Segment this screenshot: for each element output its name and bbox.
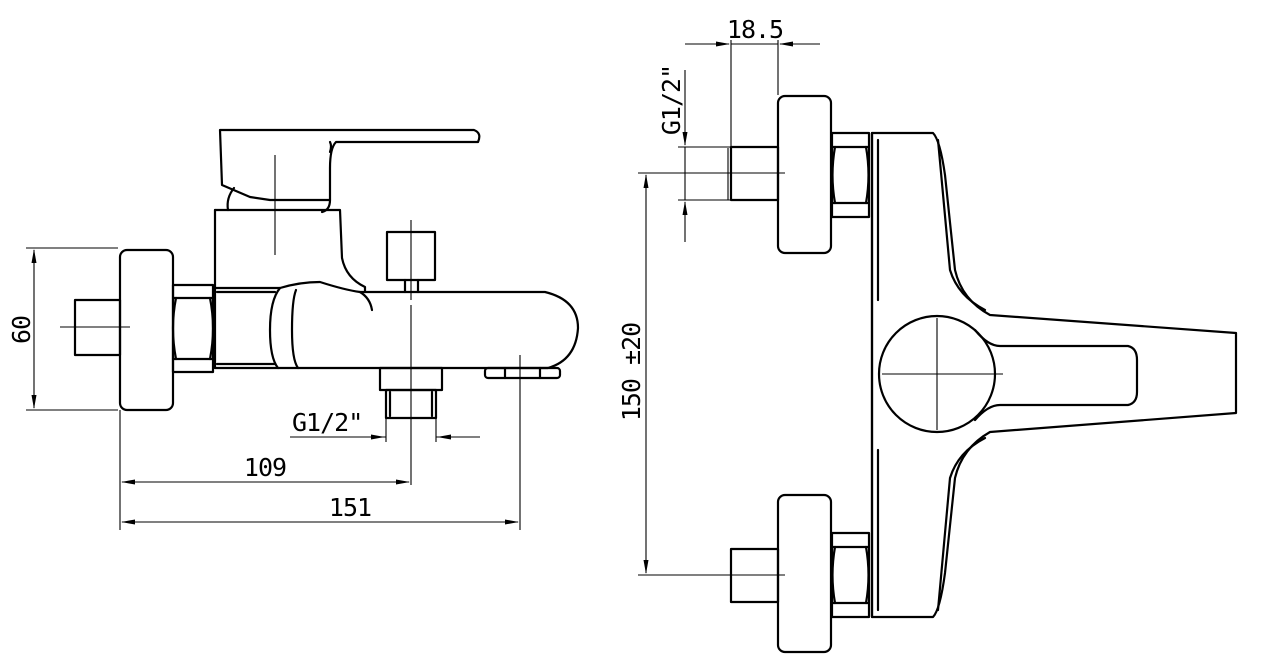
side-bath-outlet bbox=[378, 305, 444, 485]
side-dimensions: 60 G1/2" 109 151 bbox=[7, 247, 519, 530]
side-diverter-knob bbox=[385, 220, 437, 300]
front-upper-hex bbox=[830, 131, 871, 219]
dim-front-center-distance-label: 150 ±20 bbox=[617, 323, 646, 421]
side-spout bbox=[213, 280, 580, 370]
side-aerator bbox=[483, 366, 562, 380]
front-lower-flange bbox=[776, 493, 833, 654]
side-wall-flange bbox=[118, 248, 175, 412]
front-dimensions: 18.5 G1/2" 150 ±20 bbox=[617, 15, 820, 576]
side-view bbox=[60, 128, 580, 530]
dim-side-outlet-thread-label: G1/2" bbox=[292, 408, 362, 437]
side-mixer-body bbox=[213, 186, 367, 370]
dim-side-length-outlet-label: 109 bbox=[244, 453, 286, 482]
dim-front-inlet-thread-label: G1/2" bbox=[657, 65, 686, 135]
dim-front-nut-depth-label: 18.5 bbox=[727, 15, 783, 44]
front-lower-hex bbox=[830, 531, 871, 619]
dim-side-height-label: 60 bbox=[7, 316, 36, 344]
dim-side-length-total-label: 151 bbox=[329, 493, 371, 522]
front-upper-flange bbox=[776, 94, 833, 255]
side-hex-nut bbox=[171, 283, 215, 374]
front-view bbox=[720, 94, 1238, 654]
front-body-lever bbox=[870, 131, 1238, 619]
side-handle-lever bbox=[218, 128, 481, 255]
